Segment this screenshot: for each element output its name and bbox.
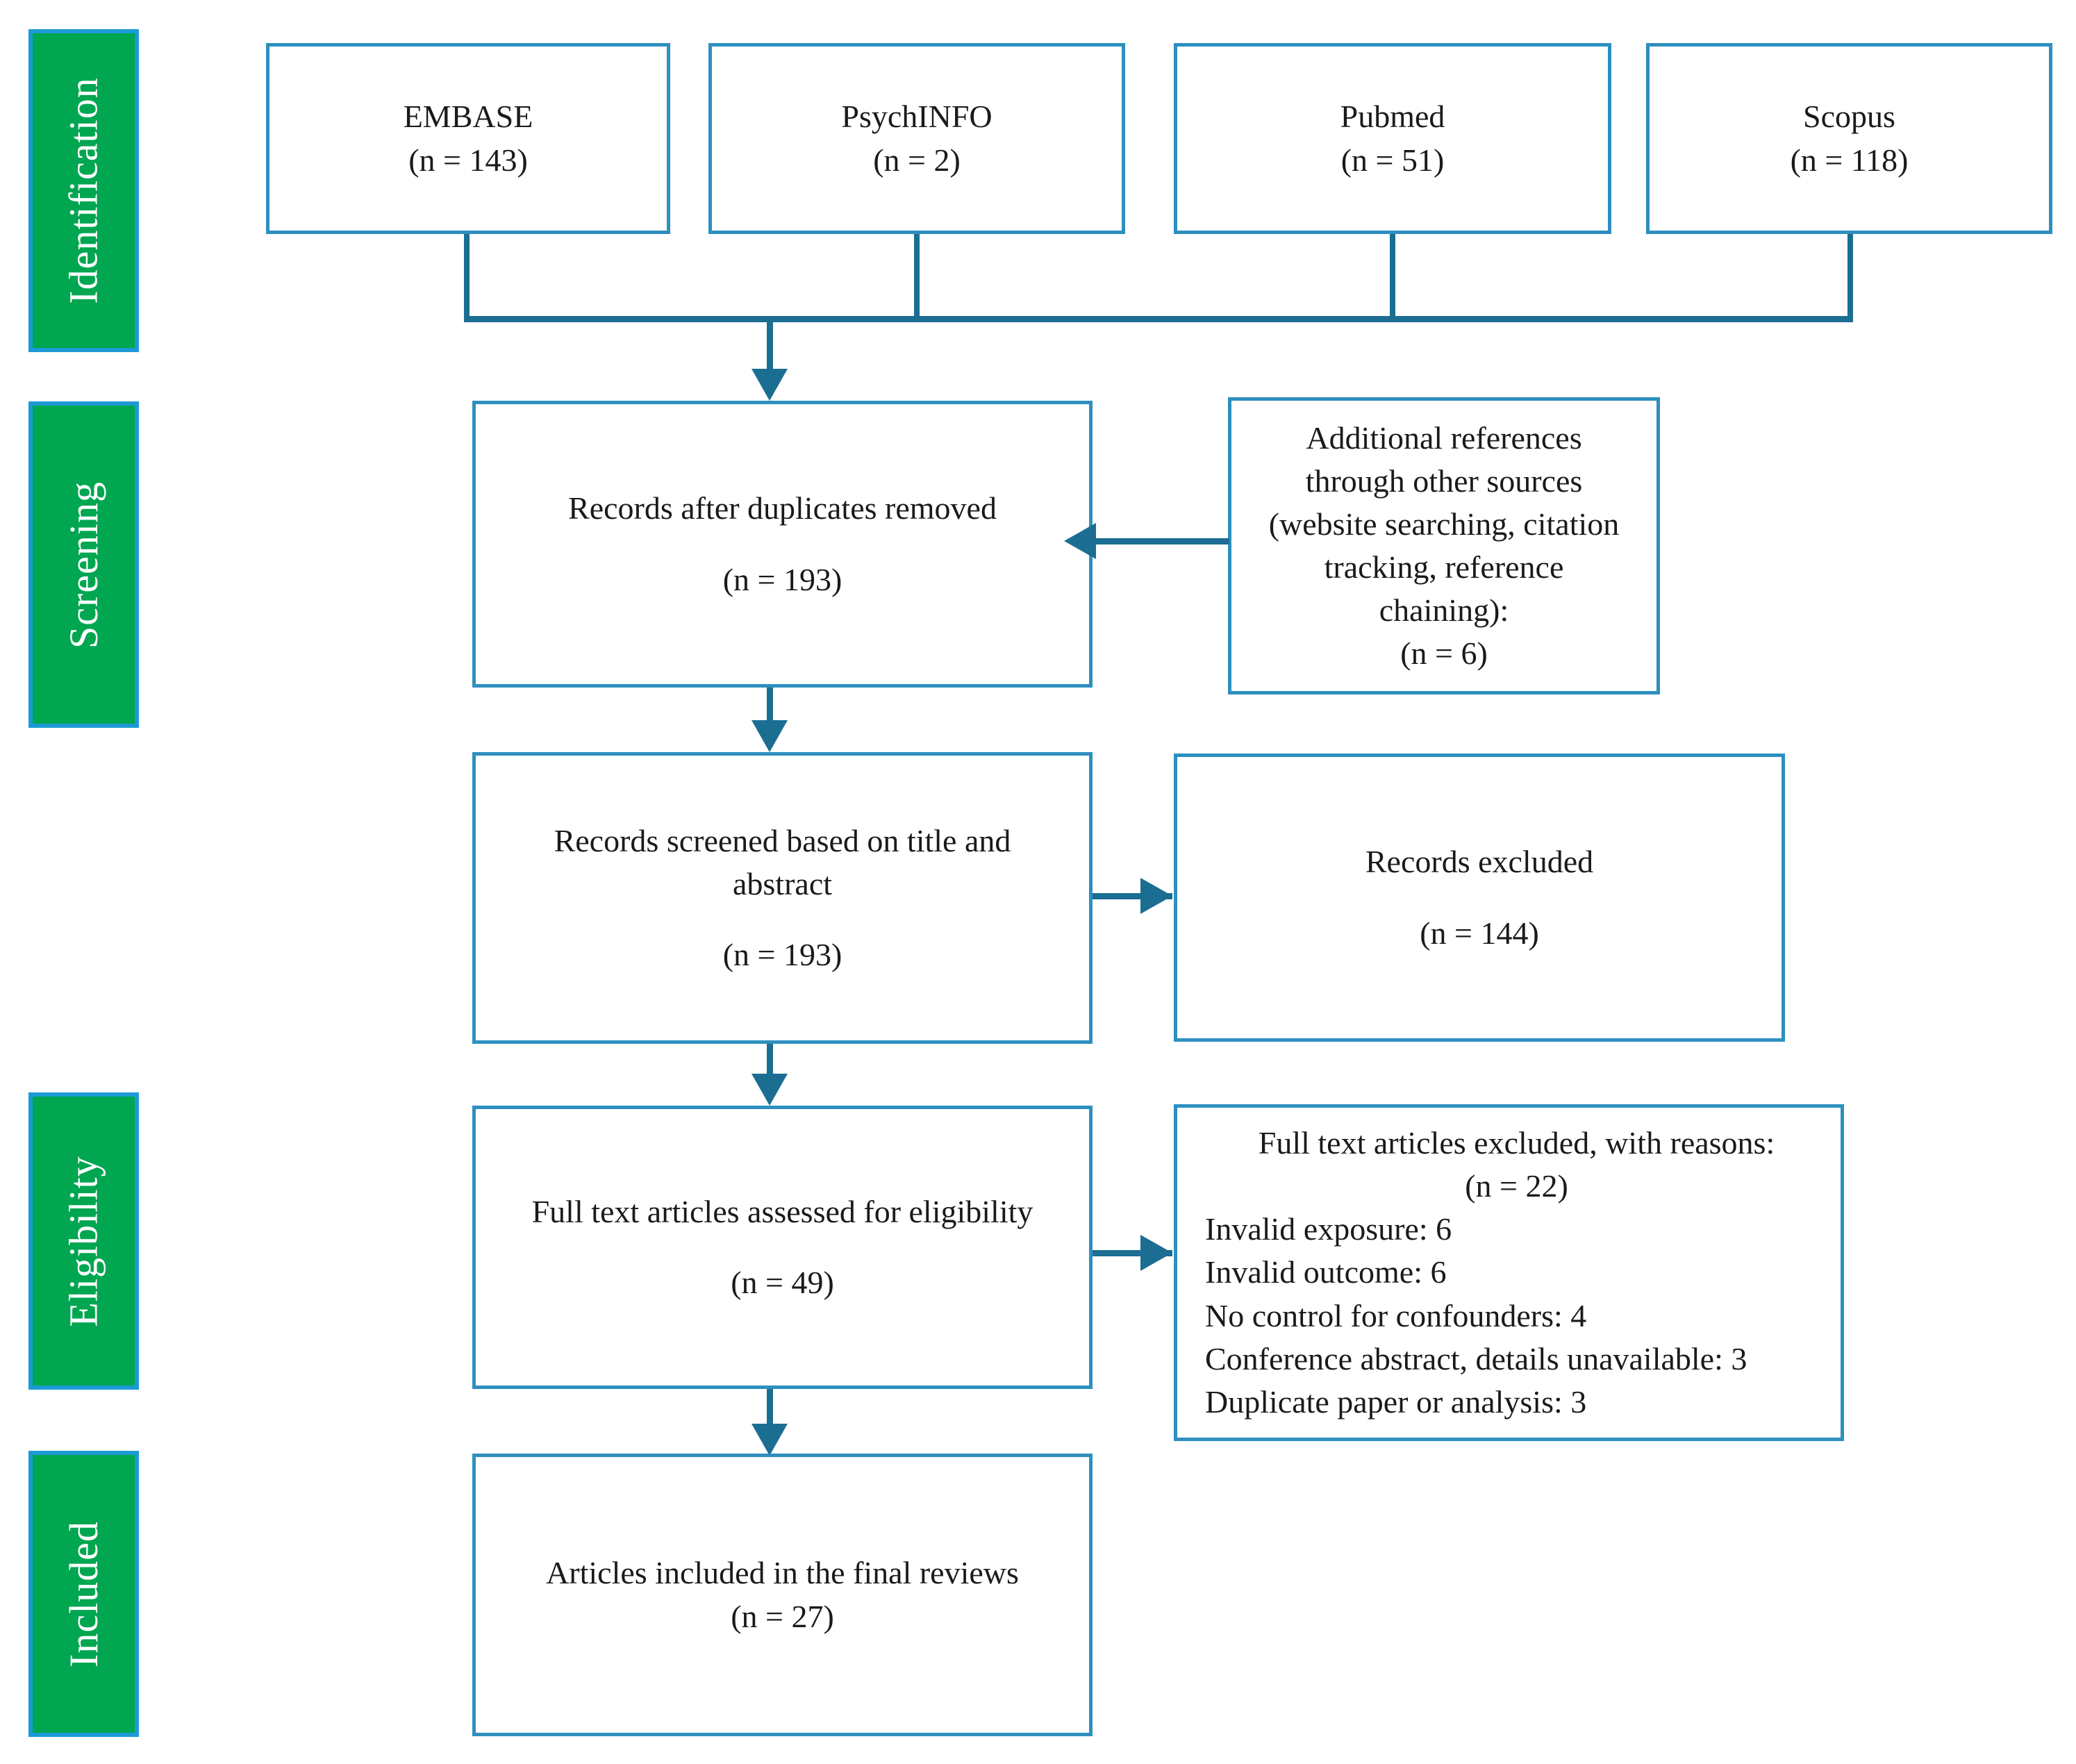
arrow-right-to-full-text-excluded (1140, 1235, 1172, 1271)
full-text-excluded-reason-4: Conference abstract, details unavailable… (1205, 1340, 1747, 1376)
records-excluded-count: (n = 144) (1420, 915, 1539, 951)
arrow-down-to-records-screened (751, 720, 788, 752)
additional-references-count: (n = 6) (1400, 635, 1488, 672)
additional-references-line4: tracking, reference (1324, 549, 1564, 585)
source-count-scopus: (n = 118) (1790, 142, 1909, 178)
box-full-text-assessed: Full text articles assessed for eligibil… (472, 1106, 1093, 1389)
connector-duplicates-to-screened (767, 688, 773, 721)
source-box-scopus: Scopus (n = 118) (1646, 43, 2052, 234)
box-additional-references: Additional references through other sour… (1228, 397, 1660, 694)
source-name-pubmed: Pubmed (1340, 99, 1445, 135)
full-text-assessed-count: (n = 49) (731, 1265, 834, 1300)
box-full-text-excluded: Full text articles excluded, with reason… (1174, 1104, 1844, 1441)
box-records-screened: Records screened based on title and abst… (472, 752, 1093, 1044)
source-box-embase: EMBASE (n = 143) (266, 43, 670, 234)
connector-screened-to-fulltext (767, 1044, 773, 1075)
phase-bar-screening: Screening (28, 401, 139, 728)
connector-stub-psychinfo (914, 234, 920, 321)
arrow-down-to-articles-included (751, 1424, 788, 1456)
arrow-down-to-duplicates (751, 369, 788, 401)
phase-label-included: Included (61, 1520, 107, 1667)
source-count-embase: (n = 143) (408, 142, 528, 178)
connector-fulltext-to-included (767, 1389, 773, 1427)
full-text-excluded-count: (n = 22) (1465, 1168, 1568, 1204)
full-text-excluded-reason-3: No control for confounders: 4 (1205, 1297, 1587, 1333)
connector-additional-to-duplicates (1096, 538, 1229, 544)
connector-stub-embase (464, 234, 470, 321)
arrow-left-to-duplicates (1064, 523, 1096, 559)
records-after-duplicates-title: Records after duplicates removed (568, 490, 997, 526)
records-excluded-title: Records excluded (1365, 844, 1594, 880)
source-box-psychinfo: PsychINFO (n = 2) (708, 43, 1125, 234)
records-screened-count: (n = 193) (722, 937, 842, 973)
full-text-excluded-reason-5: Duplicate paper or analysis: 3 (1205, 1383, 1587, 1420)
full-text-excluded-reason-2: Invalid outcome: 6 (1205, 1254, 1447, 1290)
arrow-down-to-full-text-assessed (751, 1074, 788, 1106)
full-text-excluded-title: Full text articles excluded, with reason… (1258, 1125, 1775, 1161)
source-name-psychinfo: PsychINFO (841, 99, 993, 135)
box-records-after-duplicates: Records after duplicates removed (n = 19… (472, 401, 1093, 688)
phase-label-eligibility: Eligibility (61, 1155, 107, 1327)
phase-bar-identification: Identification (28, 29, 139, 352)
additional-references-line1: Additional references (1306, 419, 1582, 456)
records-screened-title-line1: Records screened based on title and (554, 822, 1011, 858)
connector-screened-to-excluded (1093, 893, 1172, 899)
connector-drop-to-duplicates (767, 316, 773, 373)
records-after-duplicates-count: (n = 193) (722, 561, 842, 597)
connector-manifold-bar (464, 316, 1853, 322)
phase-bar-included: Included (28, 1451, 139, 1737)
full-text-excluded-reason-1: Invalid exposure: 6 (1205, 1211, 1452, 1247)
phase-label-identification: Identification (61, 77, 106, 304)
box-articles-included: Articles included in the final reviews (… (472, 1454, 1093, 1736)
articles-included-count: (n = 27) (731, 1598, 834, 1634)
additional-references-line5: chaining): (1379, 592, 1509, 629)
phase-label-screening: Screening (61, 481, 107, 649)
phase-bar-eligibility: Eligibility (28, 1092, 139, 1390)
box-records-excluded: Records excluded (n = 144) (1174, 754, 1785, 1042)
source-count-pubmed: (n = 51) (1340, 142, 1445, 178)
source-name-scopus: Scopus (1803, 99, 1895, 135)
records-screened-title-line2: abstract (732, 865, 833, 901)
source-name-embase: EMBASE (403, 99, 533, 135)
additional-references-line2: through other sources (1305, 463, 1583, 499)
connector-fulltext-to-excluded (1093, 1250, 1172, 1256)
connector-stub-pubmed (1390, 234, 1395, 321)
connector-stub-scopus (1847, 234, 1853, 321)
arrow-right-to-records-excluded (1140, 878, 1172, 914)
source-count-psychinfo: (n = 2) (873, 142, 961, 178)
additional-references-line3: (website searching, citation (1268, 506, 1620, 542)
full-text-assessed-title: Full text articles assessed for eligibil… (531, 1193, 1033, 1229)
source-box-pubmed: Pubmed (n = 51) (1174, 43, 1611, 234)
articles-included-title: Articles included in the final reviews (546, 1555, 1019, 1591)
